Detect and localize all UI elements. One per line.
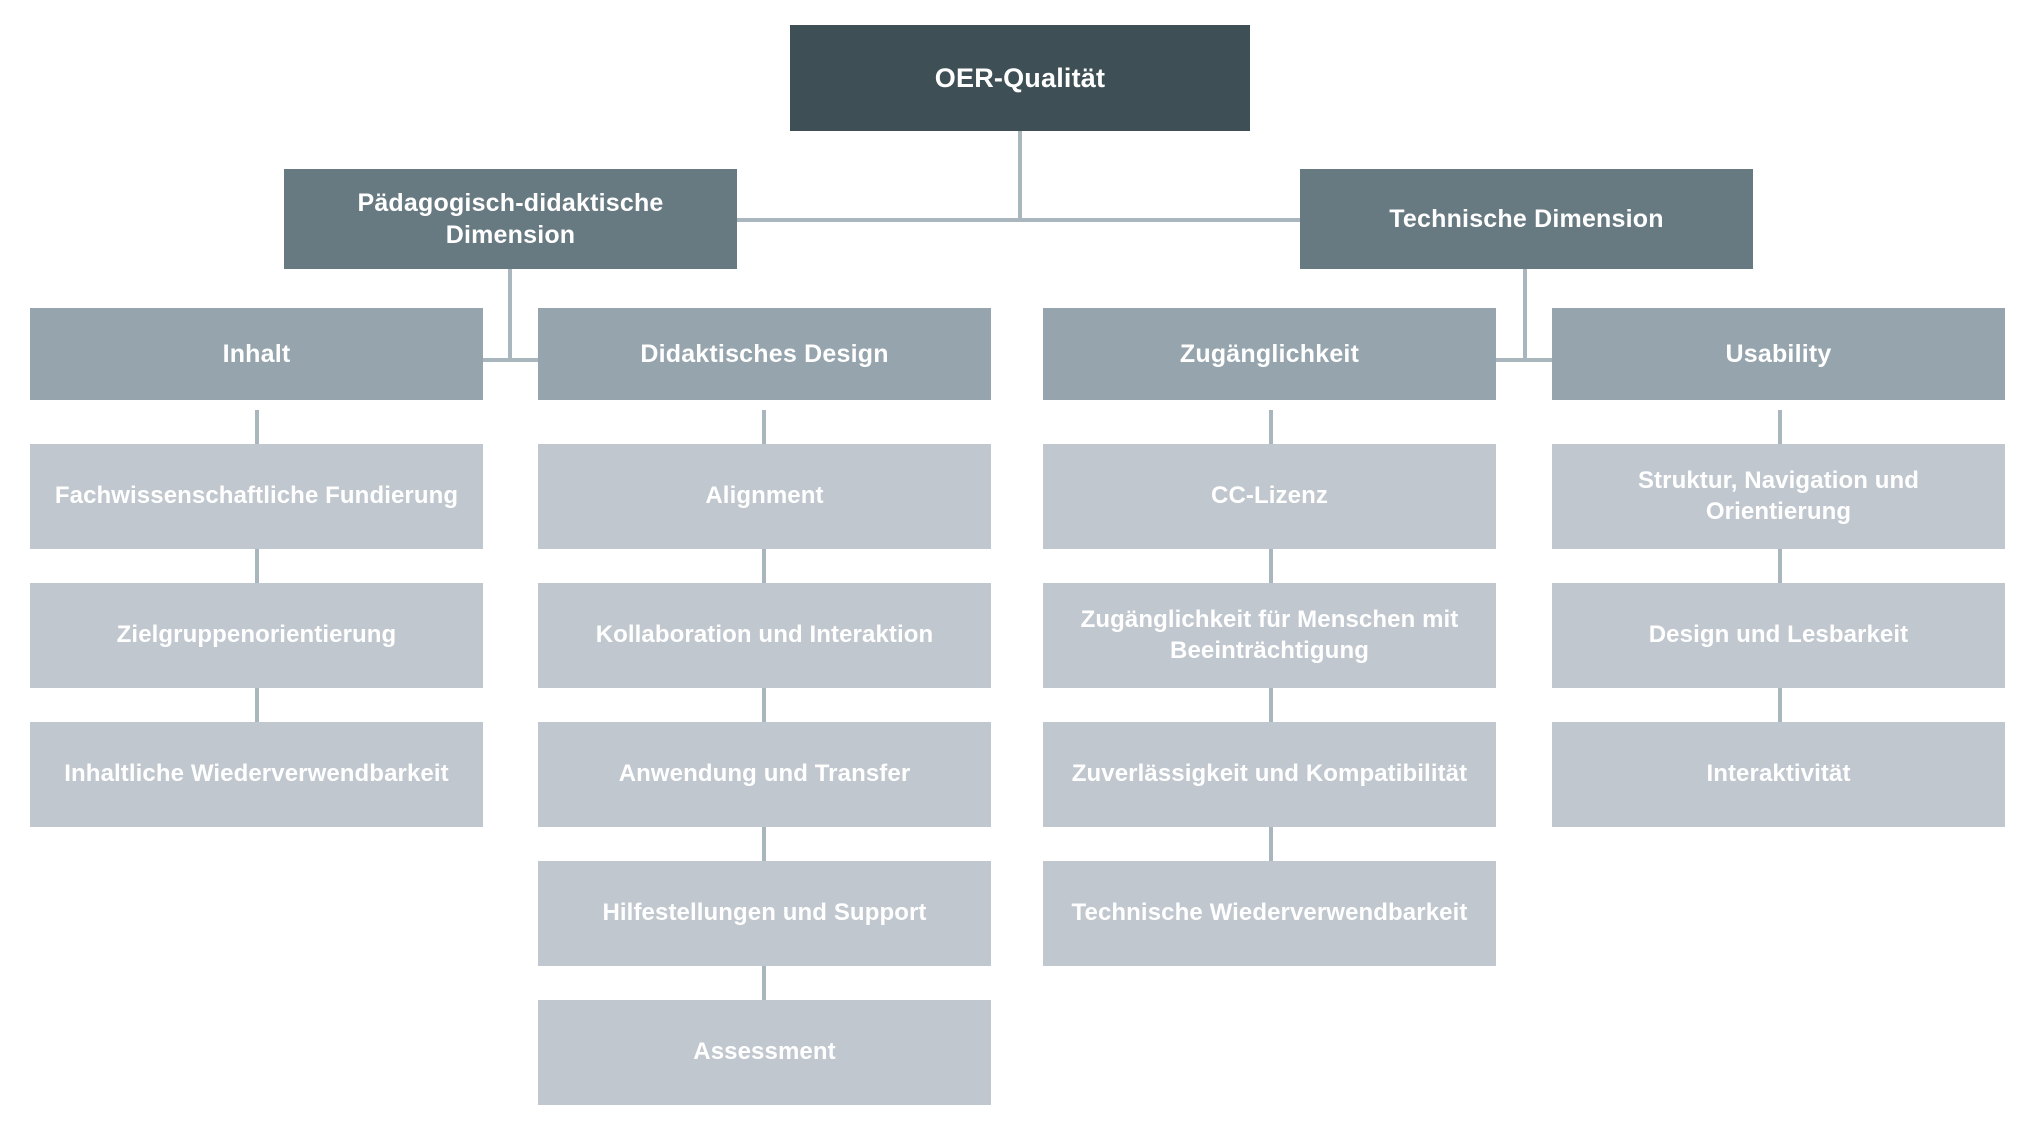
node-category-zugaenglichkeit[interactable]: Zugänglichkeit xyxy=(1043,308,1496,400)
connector-technical-vertical xyxy=(1523,269,1527,362)
connector-technical-horizontal xyxy=(1494,358,1554,362)
node-criterion-label: Alignment xyxy=(705,482,824,510)
connector-didaktik-3 xyxy=(762,688,766,722)
connector-didaktik-2 xyxy=(762,549,766,583)
connector-zugang-2 xyxy=(1269,549,1273,583)
connector-root-vertical xyxy=(1018,131,1022,222)
connector-zugang-4 xyxy=(1269,827,1273,861)
node-criterion-inhaltliche-wiederverwendbarkeit[interactable]: Inhaltliche Wiederverwendbarkeit xyxy=(30,722,483,827)
node-criterion-label: Fachwissenschaftliche Fundierung xyxy=(54,482,459,510)
node-criterion-technische-wiederverwendbarkeit[interactable]: Technische Wiederverwendbarkeit xyxy=(1043,861,1496,966)
node-criterion-zugaenglichkeit-fuer-menschen-mit-beeintraechtigung[interactable]: Zugänglichkeit für Menschen mit Beeinträ… xyxy=(1043,583,1496,688)
node-category-didaktisches-design[interactable]: Didaktisches Design xyxy=(538,308,991,400)
node-criterion-struktur-navigation-und-orientierung[interactable]: Struktur, Navigation und Orientierung xyxy=(1552,444,2005,549)
node-dimension-paedagogisch-label: Pädagogisch-didaktische Dimension xyxy=(357,189,664,249)
node-root-label: OER-Qualität xyxy=(934,62,1106,93)
connector-didaktik-5 xyxy=(762,966,766,1000)
node-criterion-fachwissenschaftliche-fundierung[interactable]: Fachwissenschaftliche Fundierung xyxy=(30,444,483,549)
node-criterion-label: Technische Wiederverwendbarkeit xyxy=(1071,899,1468,927)
node-criterion-label: Zuverlässigkeit und Kompatibilität xyxy=(1071,760,1468,788)
node-criterion-alignment[interactable]: Alignment xyxy=(538,444,991,549)
node-criterion-zuverlaessigkeit-und-kompatibilitaet[interactable]: Zuverlässigkeit und Kompatibilität xyxy=(1043,722,1496,827)
node-category-inhalt[interactable]: Inhalt xyxy=(30,308,483,400)
node-criterion-label: Kollaboration und Interaktion xyxy=(595,621,934,649)
connector-usability-2 xyxy=(1778,549,1782,583)
node-category-didaktisches-design-label: Didaktisches Design xyxy=(640,340,889,368)
connector-dimensions-horizontal xyxy=(735,218,1302,222)
connector-usability-3 xyxy=(1778,688,1782,722)
node-criterion-label: Zugänglichkeit für Menschen mit Beeinträ… xyxy=(1080,605,1459,664)
node-criterion-label: Design und Lesbarkeit xyxy=(1648,621,1909,649)
node-root-oer-qualitaet[interactable]: OER-Qualität xyxy=(790,25,1250,131)
connector-inhalt-1 xyxy=(255,410,259,444)
node-criterion-assessment[interactable]: Assessment xyxy=(538,1000,991,1105)
node-dimension-technisch[interactable]: Technische Dimension xyxy=(1300,169,1753,269)
node-criterion-label: CC-Lizenz xyxy=(1211,482,1328,510)
connector-inhalt-3 xyxy=(255,688,259,722)
node-criterion-label: Inhaltliche Wiederverwendbarkeit xyxy=(64,760,449,788)
node-category-usability-label: Usability xyxy=(1725,340,1832,368)
node-dimension-technisch-label: Technische Dimension xyxy=(1389,205,1664,233)
connector-pedagogic-vertical xyxy=(508,269,512,362)
node-criterion-label: Interaktivität xyxy=(1706,760,1851,788)
node-criterion-label: Assessment xyxy=(693,1038,836,1066)
connector-usability-1 xyxy=(1778,410,1782,444)
connector-didaktik-1 xyxy=(762,410,766,444)
node-category-zugaenglichkeit-label: Zugänglichkeit xyxy=(1179,340,1360,368)
node-category-usability[interactable]: Usability xyxy=(1552,308,2005,400)
node-criterion-label: Struktur, Navigation und Orientierung xyxy=(1637,466,1920,525)
connector-didaktik-4 xyxy=(762,827,766,861)
connector-pedagogic-horizontal xyxy=(481,358,541,362)
connector-zugang-3 xyxy=(1269,688,1273,722)
node-criterion-interaktivitaet[interactable]: Interaktivität xyxy=(1552,722,2005,827)
node-criterion-label: Anwendung und Transfer xyxy=(618,760,911,788)
connector-zugang-1 xyxy=(1269,410,1273,444)
connector-inhalt-2 xyxy=(255,549,259,583)
node-criterion-zielgruppenorientierung[interactable]: Zielgruppenorientierung xyxy=(30,583,483,688)
node-criterion-label: Zielgruppenorientierung xyxy=(116,621,397,649)
node-criterion-kollaboration-und-interaktion[interactable]: Kollaboration und Interaktion xyxy=(538,583,991,688)
node-criterion-cc-lizenz[interactable]: CC-Lizenz xyxy=(1043,444,1496,549)
node-criterion-label: Hilfestellungen und Support xyxy=(602,899,927,927)
node-criterion-design-und-lesbarkeit[interactable]: Design und Lesbarkeit xyxy=(1552,583,2005,688)
node-dimension-paedagogisch-didaktisch[interactable]: Pädagogisch-didaktische Dimension xyxy=(284,169,737,269)
node-category-inhalt-label: Inhalt xyxy=(222,340,291,368)
node-criterion-hilfestellungen-und-support[interactable]: Hilfestellungen und Support xyxy=(538,861,991,966)
node-criterion-anwendung-und-transfer[interactable]: Anwendung und Transfer xyxy=(538,722,991,827)
